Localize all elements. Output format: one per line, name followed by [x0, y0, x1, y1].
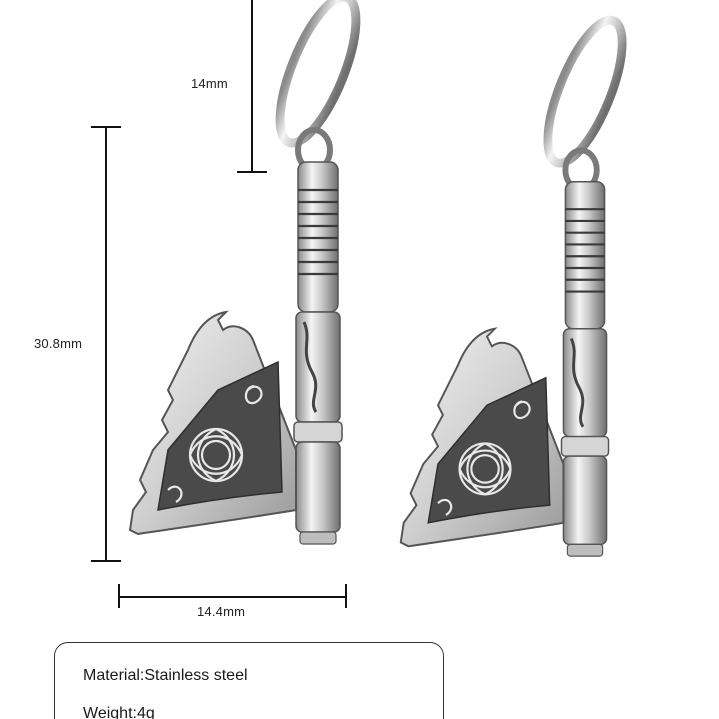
material-text: Material:Stainless steel [83, 667, 248, 684]
weight-text: Weight:4g [83, 705, 155, 719]
hoop-dimension-line [251, 0, 253, 172]
pendant-height-line [105, 127, 107, 561]
pendant-height-tick-top [91, 126, 121, 128]
pendant-height-tick-bottom [91, 560, 121, 562]
right-earring [401, 11, 637, 556]
spec-box: Material:Stainless steel Weight:4g [54, 642, 444, 719]
pendant-width-tick-left [118, 584, 120, 608]
pendant-width-label: 14.4mm [197, 604, 246, 619]
pendant-width-line [119, 596, 347, 598]
pendant-width-tick-right [345, 584, 347, 608]
pendant-height-label: 30.8mm [34, 336, 83, 351]
hoop-dimension-tick [237, 171, 267, 173]
hoop-height-label: 14mm [191, 76, 228, 91]
